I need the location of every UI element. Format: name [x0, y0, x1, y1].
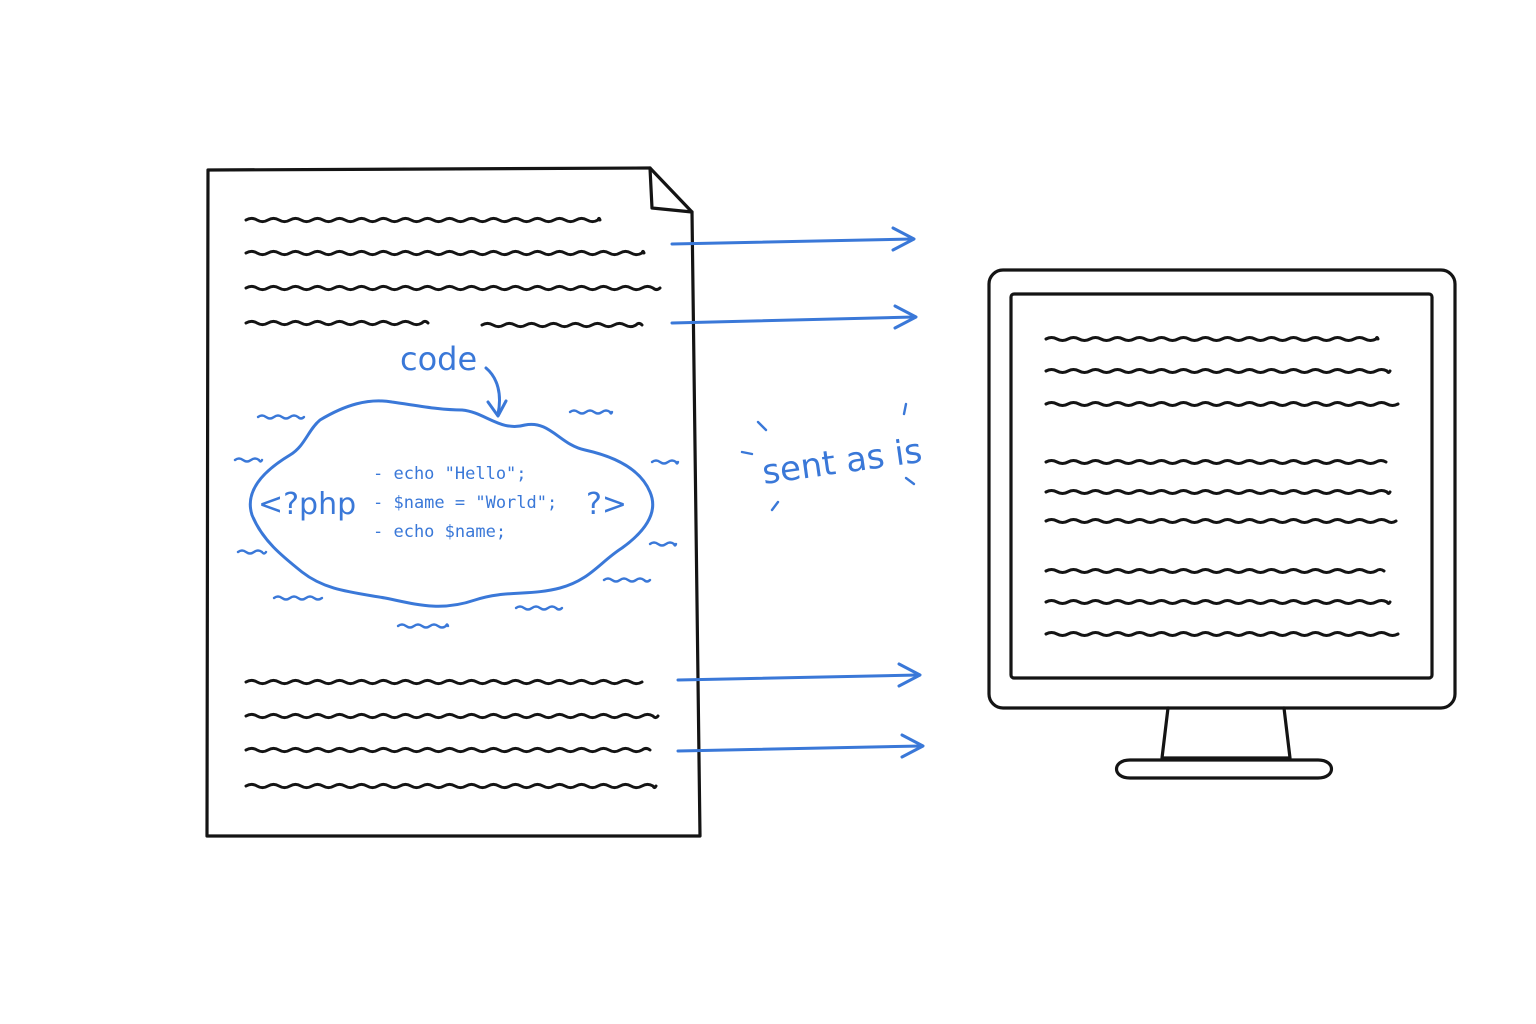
code-line: - $name = "World"; [373, 493, 557, 513]
ripple-mark [256, 414, 306, 420]
screen-text-line [1044, 368, 1392, 374]
code-label: code [400, 340, 477, 378]
arrow [670, 226, 916, 252]
ripple-mark [396, 623, 450, 629]
screen-text-line [1044, 401, 1400, 407]
ripple-mark [650, 459, 680, 465]
php-open-tag: <?php [258, 487, 356, 522]
ripple-mark [514, 605, 564, 611]
ripple-mark [648, 541, 678, 547]
monitor-icon [987, 268, 1457, 780]
text-line [244, 712, 660, 720]
code-line: - echo $name; [373, 522, 506, 542]
code-pointer-arrow [484, 366, 508, 418]
text-line [244, 319, 430, 327]
screen-text-line [1044, 489, 1392, 495]
screen-text-line [1044, 336, 1380, 342]
screen-text-line [1044, 518, 1398, 524]
code-ripple-marks [233, 409, 680, 629]
monitor-screen-lines [1044, 336, 1400, 637]
transfer-arrows [670, 226, 925, 759]
ripple-mark [568, 409, 614, 415]
screen-text-line [1044, 568, 1386, 574]
arrow [676, 733, 925, 759]
ripple-mark [272, 595, 324, 601]
text-line [244, 249, 646, 257]
screen-text-line [1044, 599, 1392, 605]
sent-as-is-annotation: sent as is [740, 402, 925, 512]
text-line [480, 321, 644, 329]
arrow [676, 662, 922, 688]
document-text-lines-bottom [244, 678, 660, 790]
sent-as-is-label: sent as is [760, 431, 925, 493]
text-line [244, 782, 658, 790]
code-cloud-outline [248, 399, 655, 608]
arrow [670, 304, 918, 330]
screen-text-line [1044, 631, 1400, 637]
text-line [244, 746, 652, 754]
text-line [244, 216, 602, 224]
code-line: - echo "Hello"; [373, 464, 527, 484]
ripple-mark [602, 577, 652, 583]
document-icon [205, 166, 702, 838]
php-close-tag: ?> [586, 487, 627, 522]
document-text-lines-top [244, 216, 662, 329]
ripple-mark [236, 549, 268, 555]
text-line [244, 284, 662, 292]
ripple-mark [233, 457, 264, 463]
text-line [244, 678, 644, 686]
php-code-block: <?php ?> - echo "Hello"; - $name = "Worl… [248, 399, 655, 608]
screen-text-line [1044, 459, 1388, 465]
